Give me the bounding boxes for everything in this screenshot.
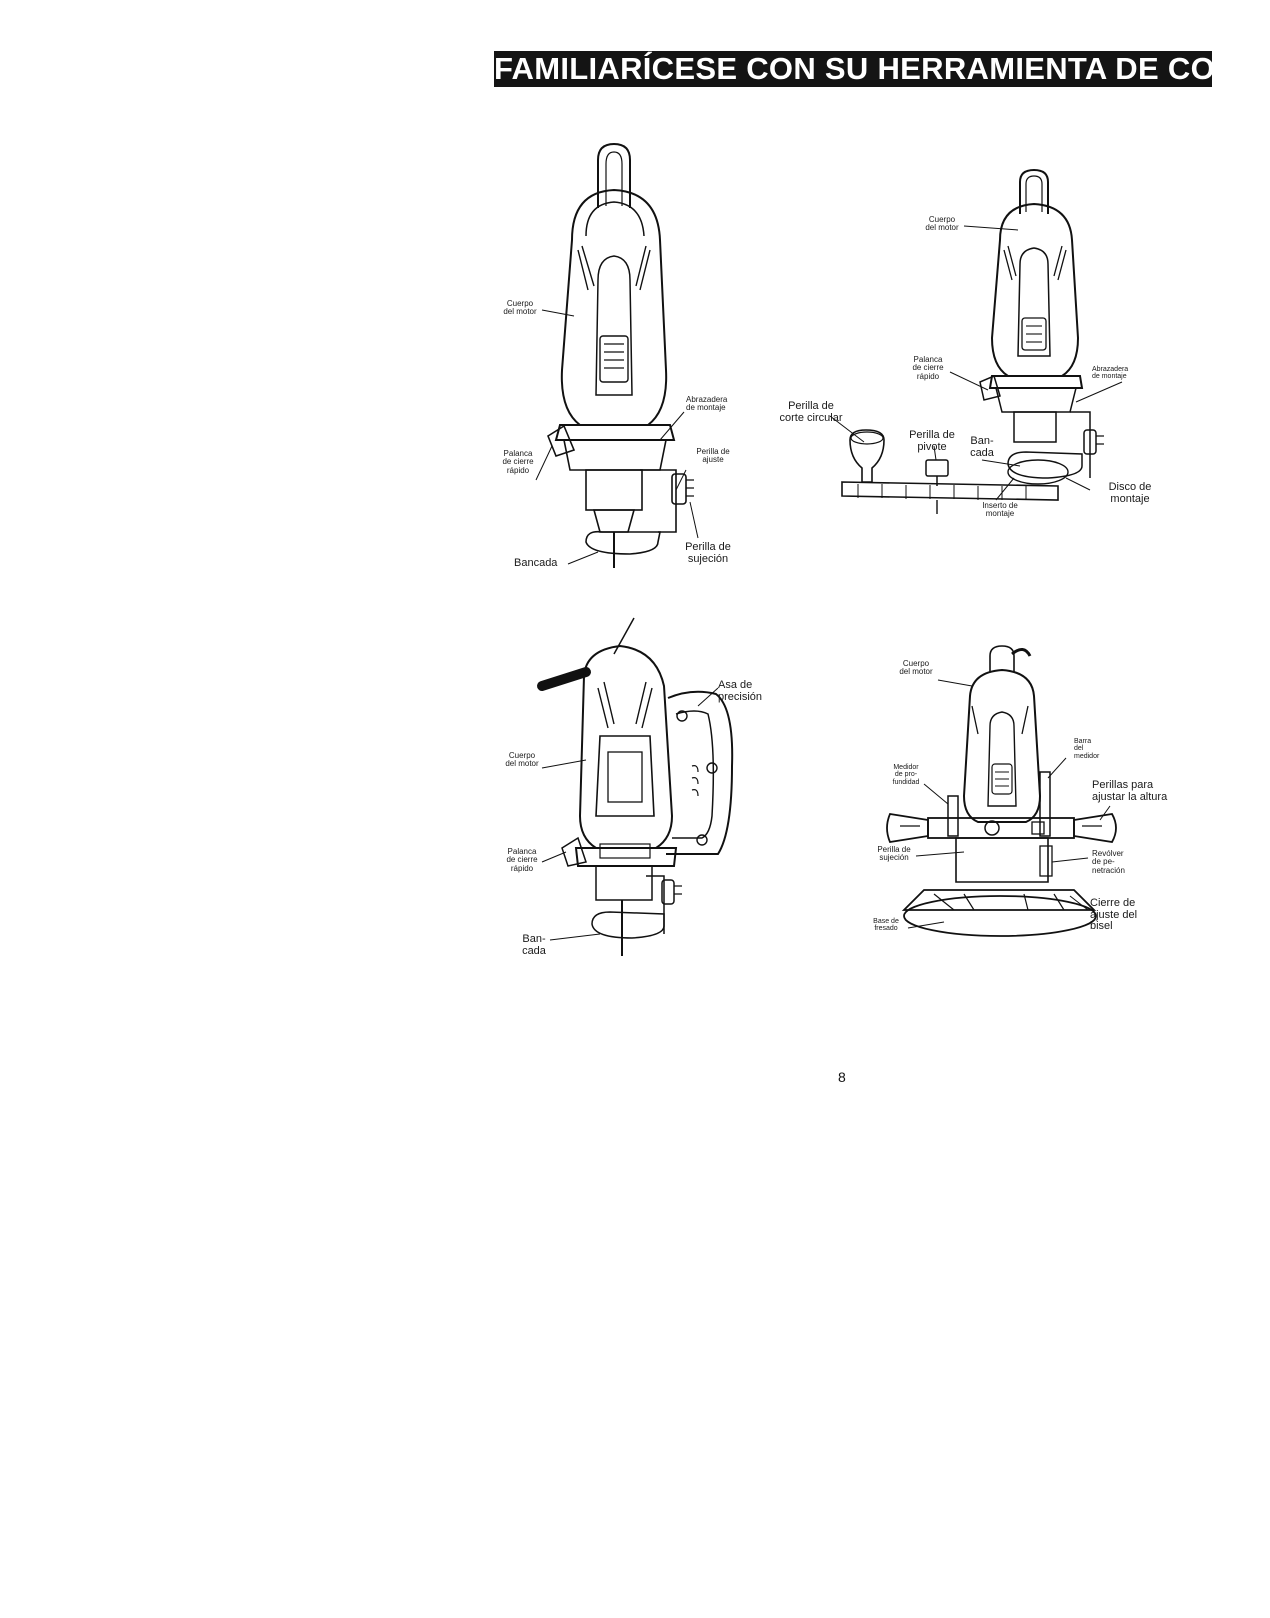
figure-tool-with-precision-handle: Asa de precisión Cuerpo del motor Palanc…	[496, 616, 796, 996]
label-depth-turret: Revólver de pe- netración	[1092, 849, 1125, 875]
label-adjust-knob: Perilla de ajuste	[696, 447, 730, 465]
label-precision-handle: Asa de precisión	[718, 679, 763, 703]
label-base: Ban- cada	[970, 435, 994, 459]
label-motor-body: Cuerpo del motor	[899, 659, 933, 677]
label-mounting-clamp: Abrazadera de montaje	[1092, 366, 1129, 381]
label-clamp-knob: Perilla de sujeción	[877, 845, 911, 863]
page-number: 8	[838, 1069, 846, 1085]
label-quick-release-lever: Palanca de cierre rápido	[502, 449, 534, 475]
label-pivot-knob: Perilla de pivote	[909, 429, 955, 453]
label-mounting-clamp: Abrazadera de montaje	[686, 395, 728, 413]
label-gauge-bar: Barra del medidor	[1074, 738, 1100, 760]
label-circle-cut-knob: Perilla de corte circular	[779, 400, 843, 424]
label-bevel-lock: Cierre de ajuste del bisel	[1090, 897, 1138, 933]
label-motor-body: Cuerpo del motor	[503, 299, 537, 317]
label-base: Ban- cada	[522, 933, 546, 957]
figure-cutting-tool-with-base: Cuerpo del motor Abrazadera de montaje P…	[490, 140, 750, 580]
tool-drawing-3	[537, 617, 734, 956]
tool-drawing-2	[829, 168, 1123, 514]
label-quick-release-lever: Palanca de cierre rápido	[912, 355, 944, 381]
tool-drawing-1	[535, 142, 699, 568]
tool-drawing-4	[886, 645, 1117, 937]
label-quick-release-lever: Palanca de cierre rápido	[506, 847, 538, 873]
figure-circle-cutting-attachment: Cuerpo del motor Palanca de cierre rápid…	[780, 168, 1206, 568]
label-base: Bancada	[514, 557, 558, 569]
figure-plunge-router-base: Cuerpo del motor Barra del medidor Medid…	[864, 645, 1194, 986]
label-mounting-disk: Disco de montaje	[1108, 481, 1152, 505]
label-mounting-insert: Inserto de montaje	[982, 501, 1018, 519]
label-router-base: Base de fresado	[873, 918, 899, 933]
label-height-knobs: Perillas para ajustar la altura	[1092, 779, 1168, 803]
section-title-banner: FAMILIARÍCESE CON SU HERRAMIENTA DE CORT…	[494, 51, 1270, 87]
label-depth-gauge: Medidor de pro- fundidad	[892, 764, 920, 786]
label-clamp-knob: Perilla de sujeción	[685, 541, 731, 565]
label-motor-body: Cuerpo del motor	[505, 751, 539, 769]
label-motor-body: Cuerpo del motor	[925, 215, 959, 233]
